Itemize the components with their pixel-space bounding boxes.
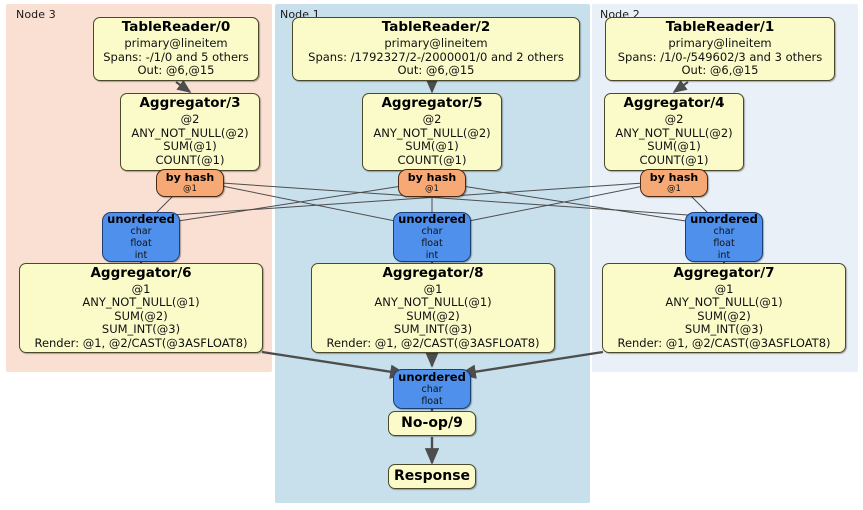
unordered-left-type-2: float	[130, 238, 152, 249]
aggregator-4-agg2: SUM(@1)	[647, 139, 701, 154]
unordered-synchronizer-center[interactable]: unordered char float int	[393, 212, 471, 262]
final-unordered-title: unordered	[398, 369, 466, 384]
unordered-center-type-3: int	[425, 249, 439, 261]
aggregator-4-title: Aggregator/4	[623, 95, 725, 112]
aggregator-6[interactable]: Aggregator/6 @1 ANY_NOT_NULL(@1) SUM(@2)…	[19, 263, 263, 353]
table-reader-1-title: TableReader/1	[665, 19, 775, 36]
unordered-left-title: unordered	[107, 211, 175, 226]
aggregator-6-title: Aggregator/6	[90, 264, 192, 281]
unordered-right-type-3: int	[717, 249, 731, 261]
aggregator-6-render: Render: @1, @2/CAST(@3ASFLOAT8)	[34, 335, 248, 350]
aggregator-4-agg1: ANY_NOT_NULL(@2)	[615, 125, 733, 140]
table-reader-1-table: primary@lineitem	[668, 36, 772, 51]
aggregator-5[interactable]: Aggregator/5 @2 ANY_NOT_NULL(@2) SUM(@1)…	[362, 93, 502, 171]
aggregator-4-agg3: COUNT(@1)	[639, 153, 709, 168]
aggregator-8-agg1: ANY_NOT_NULL(@1)	[374, 295, 492, 310]
table-reader-1[interactable]: TableReader/1 primary@lineitem Spans: /1…	[605, 17, 835, 81]
aggregator-4-group: @2	[664, 112, 684, 127]
aggregator-3-title: Aggregator/3	[139, 95, 241, 112]
table-reader-2[interactable]: TableReader/2 primary@lineitem Spans: /1…	[292, 17, 580, 81]
hash-router-left-title: by hash	[165, 170, 215, 184]
unordered-center-type-2: float	[421, 238, 443, 249]
unordered-center-title: unordered	[398, 211, 466, 226]
response[interactable]: Response	[388, 464, 476, 489]
aggregator-5-group: @2	[422, 112, 442, 127]
hash-router-center-title: by hash	[407, 170, 457, 184]
table-reader-0-out: Out: @6,@15	[137, 63, 215, 78]
aggregator-5-agg1: ANY_NOT_NULL(@2)	[373, 125, 491, 140]
table-reader-0-spans: Spans: -/1/0 and 5 others	[103, 49, 249, 64]
aggregator-8-agg2: SUM(@2)	[406, 308, 460, 323]
aggregator-5-agg3: COUNT(@1)	[397, 153, 467, 168]
aggregator-3-agg1: ANY_NOT_NULL(@2)	[131, 125, 249, 140]
unordered-synchronizer-left[interactable]: unordered char float int	[102, 212, 180, 262]
aggregator-5-title: Aggregator/5	[381, 95, 483, 112]
aggregator-7-render: Render: @1, @2/CAST(@3ASFLOAT8)	[617, 335, 831, 350]
table-reader-1-spans: Spans: /1/0-/549602/3 and 3 others	[617, 49, 823, 64]
unordered-right-type-2: float	[713, 238, 735, 249]
aggregator-7[interactable]: Aggregator/7 @1 ANY_NOT_NULL(@1) SUM(@2)…	[602, 263, 846, 353]
hash-router-left-col: @1	[183, 184, 197, 195]
aggregator-3-group: @2	[180, 112, 200, 127]
aggregator-8-agg3: SUM_INT(@3)	[393, 322, 473, 337]
aggregator-7-agg1: ANY_NOT_NULL(@1)	[665, 295, 783, 310]
aggregator-3[interactable]: Aggregator/3 @2 ANY_NOT_NULL(@2) SUM(@1)…	[120, 93, 260, 171]
unordered-synchronizer-right[interactable]: unordered char float int	[685, 212, 763, 262]
aggregator-7-group: @1	[714, 281, 734, 296]
aggregator-6-agg2: SUM(@2)	[114, 308, 168, 323]
table-reader-0-table: primary@lineitem	[124, 36, 228, 51]
no-op-9-title: No-op/9	[401, 414, 463, 431]
aggregator-8-group: @1	[423, 281, 443, 296]
aggregator-7-title: Aggregator/7	[673, 264, 775, 281]
hash-router-left[interactable]: by hash @1	[156, 169, 224, 197]
aggregator-8[interactable]: Aggregator/8 @1 ANY_NOT_NULL(@1) SUM(@2)…	[311, 263, 555, 353]
unordered-left-type-3: int	[134, 249, 148, 261]
aggregator-8-title: Aggregator/8	[382, 264, 484, 281]
aggregator-5-agg2: SUM(@1)	[405, 139, 459, 154]
aggregator-8-render: Render: @1, @2/CAST(@3ASFLOAT8)	[326, 335, 540, 350]
unordered-right-type-1: char	[713, 226, 735, 238]
aggregator-3-agg3: COUNT(@1)	[155, 153, 225, 168]
panel-node-3-label: Node 3	[16, 8, 56, 21]
hash-router-right-col: @1	[667, 184, 681, 195]
table-reader-2-out: Out: @6,@15	[397, 63, 475, 78]
response-title: Response	[393, 467, 471, 484]
aggregator-7-agg3: SUM_INT(@3)	[684, 322, 764, 337]
aggregator-3-agg2: SUM(@1)	[163, 139, 217, 154]
table-reader-0[interactable]: TableReader/0 primary@lineitem Spans: -/…	[93, 17, 259, 81]
aggregator-6-agg1: ANY_NOT_NULL(@1)	[82, 295, 200, 310]
hash-router-right-title: by hash	[649, 170, 699, 184]
hash-router-center-col: @1	[425, 184, 439, 195]
hash-router-center[interactable]: by hash @1	[398, 169, 466, 197]
table-reader-2-title: TableReader/2	[381, 19, 491, 36]
unordered-center-type-1: char	[421, 226, 443, 238]
table-reader-1-out: Out: @6,@15	[681, 63, 759, 78]
aggregator-7-agg2: SUM(@2)	[697, 308, 751, 323]
final-unordered-synchronizer[interactable]: unordered char float	[393, 369, 471, 409]
table-reader-0-title: TableReader/0	[121, 19, 231, 36]
unordered-right-title: unordered	[690, 211, 758, 226]
aggregator-6-group: @1	[131, 281, 151, 296]
unordered-left-type-1: char	[130, 226, 152, 238]
table-reader-2-table: primary@lineitem	[384, 36, 488, 51]
final-unordered-type-2: float	[421, 395, 443, 407]
aggregator-4[interactable]: Aggregator/4 @2 ANY_NOT_NULL(@2) SUM(@1)…	[604, 93, 744, 171]
no-op-9[interactable]: No-op/9	[388, 411, 476, 436]
hash-router-right[interactable]: by hash @1	[640, 169, 708, 197]
aggregator-6-agg3: SUM_INT(@3)	[101, 322, 181, 337]
final-unordered-type-1: char	[421, 384, 443, 396]
table-reader-2-spans: Spans: /1792327/2-/2000001/0 and 2 other…	[308, 49, 564, 64]
